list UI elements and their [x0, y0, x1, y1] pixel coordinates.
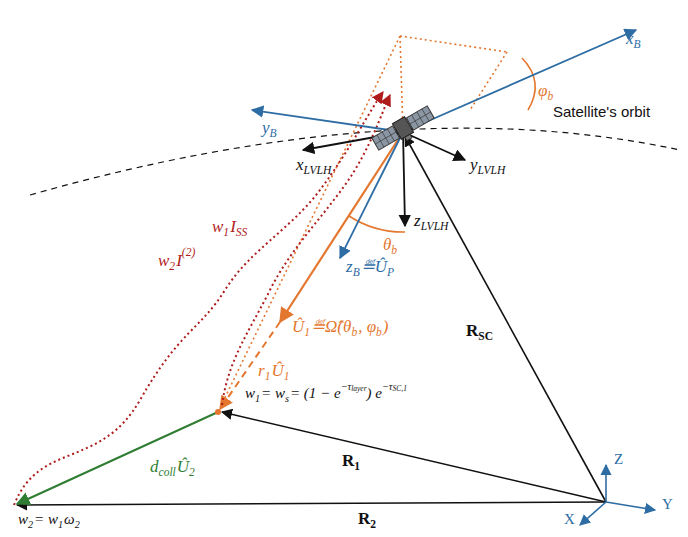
- direction-definition: , φ: [358, 318, 376, 335]
- weight-formula: 2: [75, 520, 80, 530]
- weight-formula: −τ: [341, 382, 352, 392]
- radiance-label: SS: [236, 227, 248, 239]
- axis-label: y: [470, 156, 478, 173]
- weight-formula: 2: [28, 520, 33, 530]
- phi-arc: [522, 58, 535, 110]
- collision-path: [17, 412, 218, 504]
- distance-label: 1: [284, 371, 290, 383]
- weight-formula: w: [245, 386, 255, 401]
- axis-label: B: [634, 39, 641, 51]
- axis-label: LVLH: [478, 165, 506, 177]
- radiance-label: I: [176, 252, 182, 269]
- axis-label: LVLH: [304, 165, 332, 177]
- single-scatter-path: [222, 95, 390, 405]
- direction-definition: b: [376, 327, 382, 339]
- axis-label: y: [262, 119, 270, 136]
- weight-formula: SC,1: [393, 385, 407, 393]
- direction-definition: b: [351, 327, 357, 339]
- axis-label: B: [270, 128, 277, 140]
- orbit-arc: [30, 128, 680, 195]
- weight-formula: = w: [34, 512, 58, 527]
- radiance-label: w: [212, 218, 223, 235]
- distance-label: 1: [265, 371, 271, 383]
- scatter-point: [215, 409, 221, 415]
- axis-label: Y: [662, 497, 673, 512]
- weight-formula: w: [18, 512, 28, 527]
- r2-vector: [17, 502, 606, 505]
- radiance-label: (2): [182, 247, 195, 259]
- vector-label: R: [342, 452, 354, 469]
- axis-label: x: [626, 30, 634, 47]
- weight-formula: 1: [58, 520, 63, 530]
- weight-formula: 1: [255, 394, 260, 404]
- angle-label: φ: [538, 82, 547, 99]
- r-sc-vector: [405, 136, 606, 502]
- direction-definition: Ω̂(θ: [325, 318, 351, 335]
- projection-lines: [218, 36, 507, 412]
- axis-definition: Û: [375, 258, 387, 275]
- weight-formula: s: [285, 394, 289, 404]
- collision-label: coll: [159, 467, 176, 479]
- axis-label: X: [564, 512, 575, 527]
- weight-formula: layer: [351, 385, 366, 393]
- axis-label: LVLH: [421, 221, 449, 233]
- axis-label: Z: [614, 452, 623, 467]
- weight-formula: −τ: [382, 382, 393, 392]
- axis-definition: B: [353, 267, 360, 279]
- weight-formula: = (1 − e: [290, 386, 341, 401]
- distance-label: r: [258, 362, 265, 379]
- radiance-label: 1: [223, 227, 229, 239]
- vector-label: SC: [478, 331, 493, 343]
- orbit-label: Satellite's orbit: [553, 104, 650, 119]
- vector-label: 1: [354, 461, 360, 473]
- axis-definition: ≝: [361, 258, 375, 275]
- angle-label: b: [547, 91, 553, 103]
- angle-label: b: [391, 245, 397, 257]
- collision-label: Û: [177, 458, 189, 475]
- collision-label: 2: [189, 467, 195, 479]
- distance-label: Û: [271, 362, 283, 379]
- vector-label: 2: [370, 519, 376, 531]
- satellite: [371, 104, 437, 155]
- body-axes: [252, 30, 636, 258]
- vector-label: R: [358, 510, 370, 527]
- radiance-label: I: [230, 218, 236, 235]
- direction-definition: 1: [304, 327, 310, 339]
- r1-vector: [222, 412, 606, 502]
- line-of-sight: [280, 132, 403, 322]
- axis-definition: z: [346, 258, 353, 275]
- weight-formula: = w: [261, 386, 285, 401]
- collision-label: d: [150, 458, 159, 475]
- radiance-label: w: [158, 252, 169, 269]
- axis-definition: P: [387, 267, 394, 279]
- multiple-scatter-path: [14, 92, 383, 505]
- direction-definition: ≝: [311, 318, 325, 335]
- vector-label: R: [466, 322, 478, 339]
- direction-definition: Û: [292, 318, 304, 335]
- radiance-label: 2: [169, 261, 175, 273]
- axis-label: z: [414, 212, 421, 229]
- weight-formula: ω: [64, 512, 75, 527]
- direction-definition: ): [383, 318, 389, 335]
- axis-label: x: [296, 156, 304, 173]
- inertial-axes: [580, 465, 655, 525]
- weight-formula: ) e: [367, 386, 382, 401]
- angle-label: θ: [383, 236, 391, 253]
